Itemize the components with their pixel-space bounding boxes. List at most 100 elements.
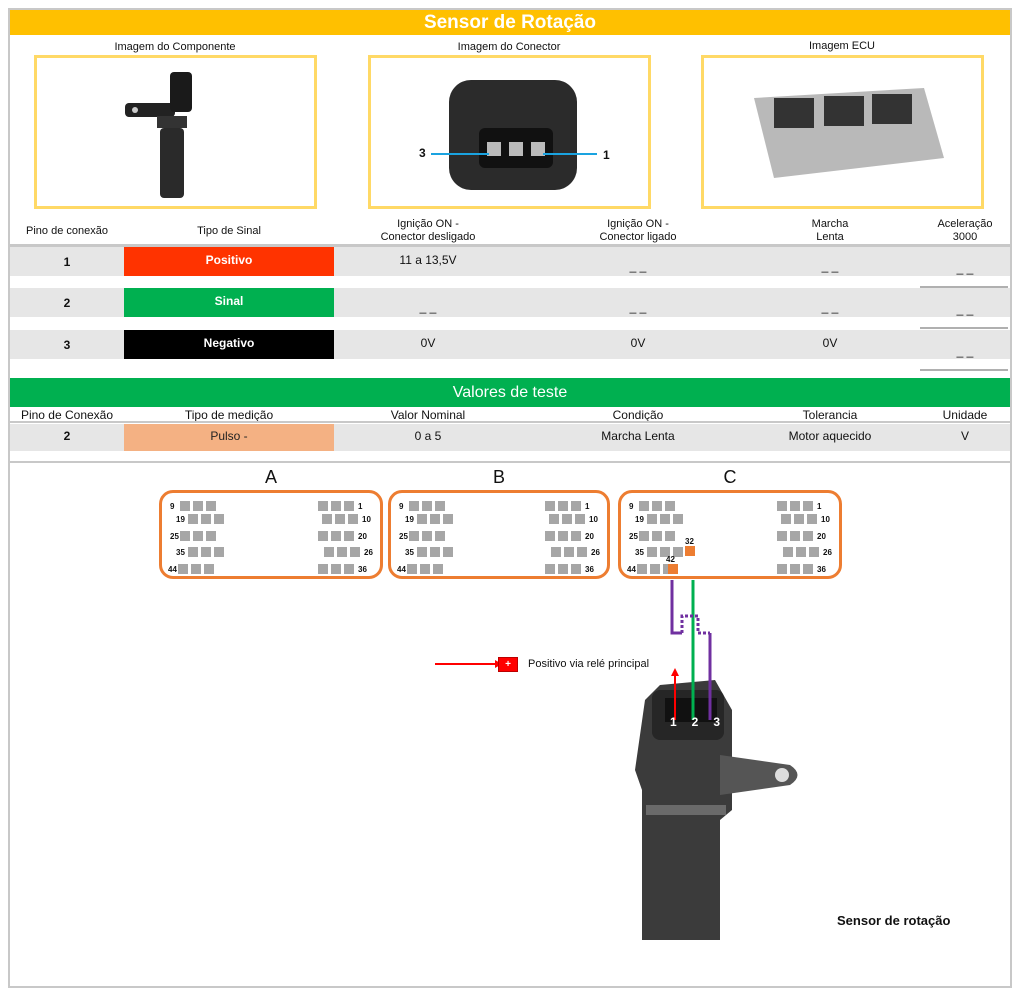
pin-slot [575, 514, 585, 524]
ecu-image [701, 55, 984, 209]
pin-slot [777, 501, 787, 511]
test-separator [10, 421, 1010, 423]
column-header: Tipo de Sinal [197, 225, 261, 237]
pin-slot [344, 531, 354, 541]
connector-label-A: A [264, 467, 277, 487]
pin-42-label: 42 [666, 555, 675, 564]
pin-label: 1 [585, 502, 590, 511]
pin-label: 1 [817, 502, 822, 511]
value-cell: 0V [630, 336, 646, 350]
pin-label: 10 [589, 515, 598, 524]
pin-label: 19 [635, 515, 644, 524]
pin-slot [639, 501, 649, 511]
pin-slot [443, 547, 453, 557]
pin-slot [796, 547, 806, 557]
test-values-title: Valores de teste [10, 378, 1010, 407]
pin-slot [422, 531, 432, 541]
pin-slot [318, 501, 328, 511]
wiring-diagram [435, 580, 798, 940]
pin-label: 20 [817, 532, 826, 541]
pin-slot [420, 564, 430, 574]
pin-label: 9 [629, 502, 634, 511]
pin-slot [331, 564, 341, 574]
column-header: Marcha Lenta [811, 218, 849, 243]
test-column-header: Tipo de medição [184, 408, 274, 422]
signal-type: Positivo [124, 247, 334, 276]
pin-slot [652, 501, 662, 511]
pin-label: 26 [823, 548, 832, 557]
value-cell: _ _ [956, 344, 974, 358]
value-cell: _ _ [821, 300, 839, 314]
pin-label: 26 [364, 548, 373, 557]
pin-slot [652, 531, 662, 541]
pin-slot [344, 501, 354, 511]
pin-slot [318, 531, 328, 541]
pin-slot [193, 501, 203, 511]
pin-label: 25 [629, 532, 638, 541]
pin-slot [545, 564, 555, 574]
pin-slot [214, 514, 224, 524]
pin-slot [571, 501, 581, 511]
component-image-label: Imagem do Componente [114, 41, 236, 53]
pin-slot [206, 531, 216, 541]
pin-slot [435, 531, 445, 541]
pin-label: 10 [821, 515, 830, 524]
pin-slot [660, 547, 670, 557]
pin-slot [647, 514, 657, 524]
pin-slot [790, 501, 800, 511]
pin-slot [206, 501, 216, 511]
row-divider [920, 286, 1008, 288]
component-image [34, 55, 317, 209]
pin-slot [204, 564, 214, 574]
pin-slot [564, 547, 574, 557]
test-pin: 2 [63, 429, 71, 443]
page-frame [8, 8, 1012, 988]
pin-label: 10 [362, 515, 371, 524]
pin-slot [348, 514, 358, 524]
pin-label: 19 [176, 515, 185, 524]
pin-slot [180, 501, 190, 511]
pin-42-highlight [668, 564, 678, 574]
sensor-pin-labels: 1 2 3 [670, 715, 720, 729]
pin-slot [777, 531, 787, 541]
pin-label: 44 [627, 565, 636, 574]
pin-label: 35 [176, 548, 185, 557]
pin-slot [407, 564, 417, 574]
pin-slot [803, 564, 813, 574]
pin-number: 3 [63, 338, 71, 352]
pin-slot [545, 531, 555, 541]
column-header: Ignição ON - Conector desligado [380, 218, 476, 243]
pin-slot [794, 514, 804, 524]
sensor-caption: Sensor de rotação [837, 913, 951, 928]
test-column-header: Tolerancia [802, 408, 858, 422]
pin-slot [344, 564, 354, 574]
pin-slot [331, 501, 341, 511]
pin-slot [558, 564, 568, 574]
pin-slot [790, 531, 800, 541]
pin-label: 26 [591, 548, 600, 557]
value-cell: 0V [822, 336, 838, 350]
value-cell: 11 a 13,5V [399, 253, 457, 267]
sensor-pin-1: 1 [670, 715, 677, 729]
connector-image-label: Imagem do Conector [457, 41, 561, 53]
signal-type: Sinal [124, 288, 334, 317]
pin-label: 25 [170, 532, 179, 541]
pin-32-label: 32 [685, 537, 694, 546]
test-unit: V [960, 429, 969, 443]
pin-slot [201, 547, 211, 557]
pin-slot [803, 531, 813, 541]
pin-slot [647, 547, 657, 557]
pin-slot [443, 514, 453, 524]
connector-pin-3-label: 3 [419, 146, 426, 160]
row-divider [920, 369, 1008, 371]
pin-slot [331, 531, 341, 541]
pin-label: 20 [358, 532, 367, 541]
pin-slot [324, 547, 334, 557]
pin-slot [350, 547, 360, 557]
pin-slot [783, 547, 793, 557]
pin-slot [807, 514, 817, 524]
pin-slot [562, 514, 572, 524]
